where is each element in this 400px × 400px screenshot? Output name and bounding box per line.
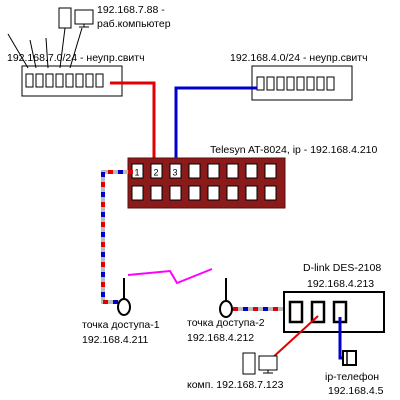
cable-lan7-to-core-port2 bbox=[110, 81, 156, 165]
ap2-ip-label: 192.168.4.212 bbox=[187, 332, 254, 344]
access-point-1-icon bbox=[117, 278, 131, 316]
switch-left-label: 192.168.7.0/24 - неупр.свитч bbox=[7, 52, 145, 64]
switch-right-label: 192.168.4.0/24 - неупр.свитч bbox=[230, 52, 368, 64]
unmanaged-switch-192-168-7 bbox=[21, 65, 123, 97]
switch-left-uplinks bbox=[7, 27, 83, 69]
cable-dlink-to-comp bbox=[269, 315, 319, 361]
comp-label: комп. 192.168.7.123 bbox=[187, 379, 284, 391]
dlink-model-label: D-link DES-2108 bbox=[303, 262, 381, 274]
core-switch-telesyn: 1 2 3 bbox=[127, 157, 286, 209]
core-port-1-label: 1 bbox=[135, 168, 140, 178]
work-pc-role-label: раб.компьютер bbox=[97, 18, 171, 30]
core-port-2-label: 2 bbox=[154, 168, 159, 178]
core-port-3-label: 3 bbox=[173, 168, 178, 178]
wireless-link bbox=[127, 268, 213, 285]
phone-name-label: ip-телефон bbox=[325, 371, 379, 383]
ip-phone-icon bbox=[342, 350, 357, 366]
computer-icon bbox=[242, 352, 278, 375]
work-pc-ip-label: 192.168.7.88 - bbox=[97, 4, 165, 16]
cable-core-port1-to-ap1 bbox=[101, 170, 133, 304]
core-switch-label: Telesyn AT-8024, ip - 192.168.4.210 bbox=[210, 144, 377, 156]
ap2-name-label: точка доступа-2 bbox=[187, 317, 265, 329]
phone-ip-label: 192.168.4.5 bbox=[328, 385, 384, 397]
access-point-2-icon bbox=[219, 278, 233, 318]
unmanaged-switch-192-168-4 bbox=[251, 65, 353, 101]
ap1-name-label: точка доступа-1 bbox=[82, 319, 160, 331]
cable-lan4-to-core-port3 bbox=[174, 86, 257, 165]
dlink-switch bbox=[283, 291, 385, 333]
work-pc-icon bbox=[58, 7, 94, 29]
ap1-ip-label: 192.168.4.211 bbox=[82, 334, 149, 346]
dlink-ip-label: 192.168.4.213 bbox=[307, 278, 374, 290]
